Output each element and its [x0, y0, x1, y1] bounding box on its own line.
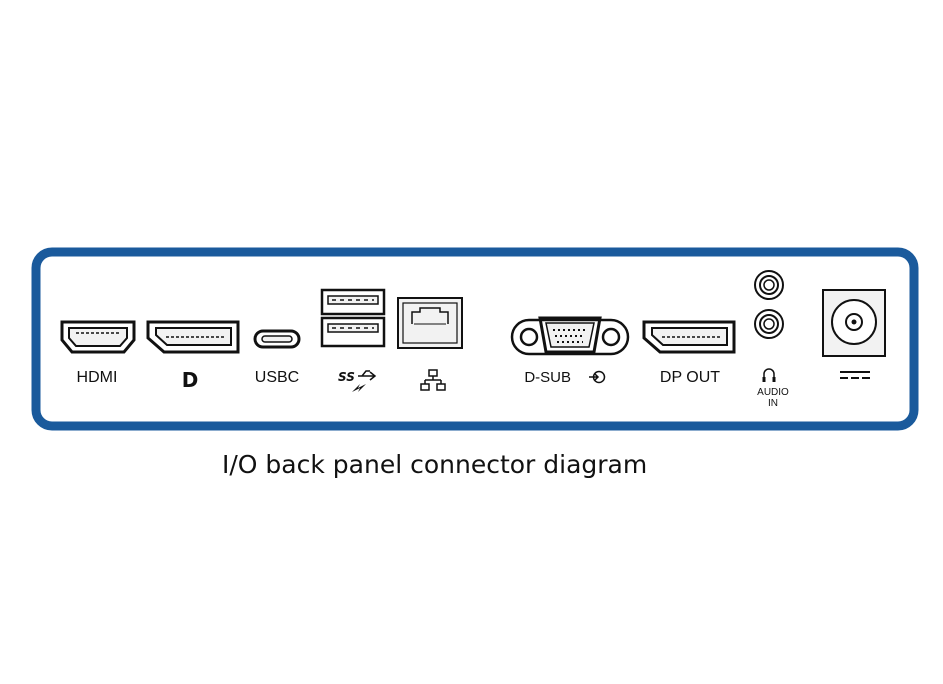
- headphone-icon: [762, 368, 776, 382]
- dc-symbol-icon: [840, 371, 870, 379]
- audio-jack-icon: [754, 270, 784, 339]
- input-arrow-icon: [589, 370, 606, 384]
- audio-in-label-line1: AUDIO: [757, 387, 789, 398]
- dp-out-label: DP OUT: [660, 369, 720, 386]
- dp-out-port-icon: [642, 320, 736, 354]
- hdmi-label: HDMI: [77, 369, 118, 386]
- usbc-port-icon: [253, 329, 301, 349]
- usbc-label: USBC: [255, 369, 299, 386]
- vga-port-icon: [510, 316, 630, 356]
- usb-superspeed-icon: SS: [338, 370, 377, 392]
- displayport-icon: [146, 320, 240, 354]
- svg-text:SS: SS: [338, 370, 355, 384]
- network-icon: [420, 369, 446, 391]
- svg-text:D: D: [182, 368, 199, 392]
- dsub-label: D-SUB: [524, 369, 571, 386]
- audio-in-label-line2: IN: [768, 398, 778, 409]
- ethernet-port-icon: [397, 297, 463, 349]
- displayport-logo-icon: D: [182, 368, 199, 392]
- dc-power-icon: [822, 289, 886, 357]
- diagram-caption: I/O back panel connector diagram: [222, 450, 648, 479]
- panel-frame: [31, 247, 919, 431]
- hdmi-port-icon: [60, 320, 136, 354]
- usb-a-port-icon: [320, 288, 386, 348]
